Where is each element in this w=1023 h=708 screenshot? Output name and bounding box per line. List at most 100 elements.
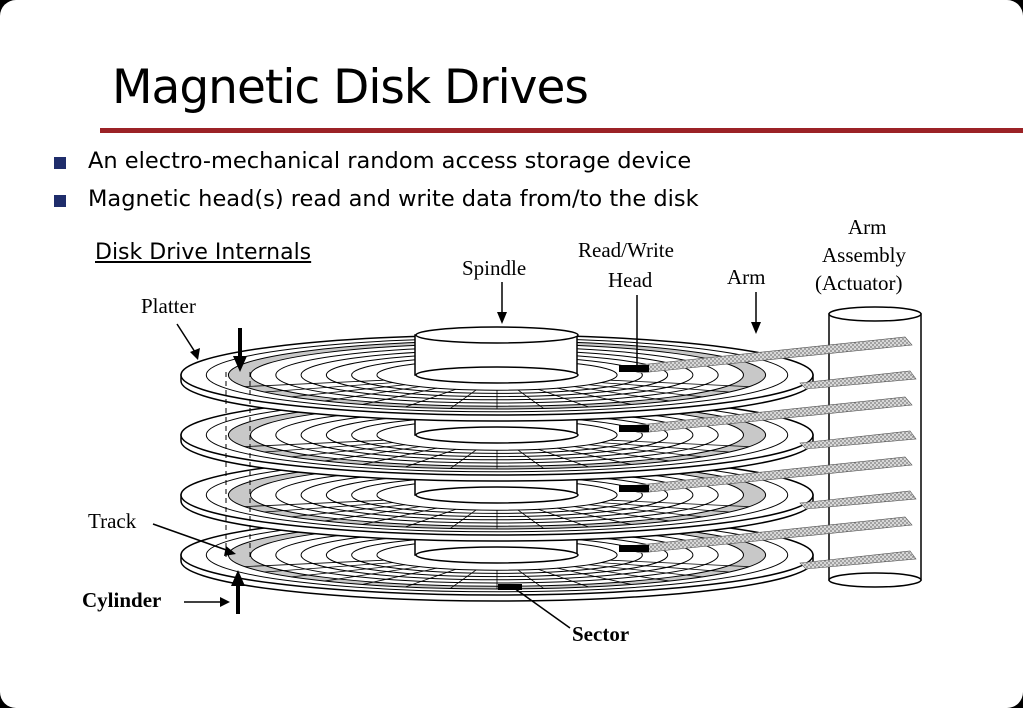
sector-line xyxy=(609,439,750,448)
label-sector: Sector xyxy=(572,622,629,646)
cylinder-bottom-arrow-icon xyxy=(231,570,245,614)
arm xyxy=(619,336,917,390)
sector-line xyxy=(588,384,703,398)
sector-lines xyxy=(244,439,750,469)
sector-line xyxy=(537,568,589,588)
read-write-head xyxy=(619,545,649,552)
spindle-hub-base xyxy=(415,546,579,564)
cylinder-label-arrow-icon xyxy=(184,597,230,607)
platter xyxy=(180,506,917,602)
spindle-hub-top xyxy=(415,326,579,344)
sector-line xyxy=(450,509,477,529)
sector-line xyxy=(537,508,589,528)
read-write-head xyxy=(619,425,649,432)
slide-title: Magnetic Disk Drives xyxy=(112,60,589,115)
label-arm: Arm xyxy=(727,265,766,289)
sector-line xyxy=(405,508,457,528)
sector-line xyxy=(574,506,670,522)
sector-line xyxy=(264,562,394,573)
sector-line xyxy=(405,388,457,408)
sector-line xyxy=(362,507,438,525)
sector-line xyxy=(405,568,457,588)
sector-line xyxy=(405,448,457,468)
cylinder-top-arrow-icon xyxy=(233,328,247,372)
platter-arrow-icon xyxy=(176,323,200,360)
label-head-line1: Read/Write xyxy=(578,238,674,262)
sector-line xyxy=(324,506,420,522)
sector-line xyxy=(517,389,544,409)
label-cylinder: Cylinder xyxy=(82,588,161,612)
arm xyxy=(619,396,917,450)
sector-line xyxy=(291,444,406,458)
sector-line xyxy=(450,569,477,589)
platter xyxy=(180,326,917,422)
sector-line xyxy=(574,446,670,462)
sector-line xyxy=(362,447,438,465)
sector-line xyxy=(450,389,477,409)
sector-line xyxy=(362,567,438,585)
sector-line xyxy=(264,442,394,453)
sector-line xyxy=(244,379,385,388)
sector-line xyxy=(244,499,385,508)
arm-arrow-icon xyxy=(751,292,761,334)
sector-line xyxy=(574,386,670,402)
label-assembly-line3: (Actuator) xyxy=(815,271,902,295)
arm-lower xyxy=(799,430,917,450)
sector-line xyxy=(588,444,703,458)
sector-line xyxy=(556,447,632,465)
sector-line xyxy=(324,566,420,582)
sector-line xyxy=(324,446,420,462)
label-spindle: Spindle xyxy=(462,256,526,280)
bullet-square-icon xyxy=(54,157,66,169)
sector-line xyxy=(537,448,589,468)
sector-pointer-line xyxy=(513,587,571,629)
label-platter: Platter xyxy=(141,294,196,318)
sector-line xyxy=(517,569,544,589)
sector-line xyxy=(600,562,730,573)
sector-highlight xyxy=(498,584,522,590)
spindle-arrow-icon xyxy=(497,282,507,324)
read-write-head xyxy=(619,365,649,372)
sector-line xyxy=(517,449,544,469)
sector-line xyxy=(609,559,750,568)
platter-stack xyxy=(180,326,917,602)
sector-line xyxy=(556,507,632,525)
bullet-text: An electro-mechanical random access stor… xyxy=(88,148,692,174)
sector-lines xyxy=(244,559,750,589)
diagram-subheading: Disk Drive Internals xyxy=(95,240,312,265)
sector-lines xyxy=(244,379,750,409)
sector-line xyxy=(556,567,632,585)
sector-line xyxy=(609,379,750,388)
sector-line xyxy=(362,387,438,405)
sector-line xyxy=(588,504,703,518)
spindle-hub-base xyxy=(415,486,579,504)
label-head-line2: Head xyxy=(608,268,653,292)
actuator-cylinder xyxy=(828,306,922,588)
bullet-text: Magnetic head(s) read and write data fro… xyxy=(88,186,699,212)
sector-line xyxy=(588,564,703,578)
sector-line xyxy=(600,442,730,453)
cylinder-dashed-lines xyxy=(225,372,251,560)
label-assembly-line2: Assembly xyxy=(822,243,907,267)
sector-line xyxy=(574,566,670,582)
sector-line xyxy=(264,382,394,393)
arm-lower xyxy=(799,550,917,570)
sector-line xyxy=(600,382,730,393)
label-track: Track xyxy=(88,509,137,533)
bullet-square-icon xyxy=(54,195,66,207)
sector-line xyxy=(324,386,420,402)
sector-line xyxy=(600,502,730,513)
arm xyxy=(619,516,917,570)
sector-line xyxy=(537,388,589,408)
sector-lines xyxy=(244,499,750,529)
read-write-head xyxy=(619,485,649,492)
sector-line xyxy=(244,559,385,568)
sector-line xyxy=(450,449,477,469)
label-assembly-line1: Arm xyxy=(848,215,887,239)
title-divider xyxy=(100,128,1023,133)
sector-line xyxy=(291,384,406,398)
sector-line xyxy=(517,509,544,529)
track-arrow-icon xyxy=(152,523,236,556)
